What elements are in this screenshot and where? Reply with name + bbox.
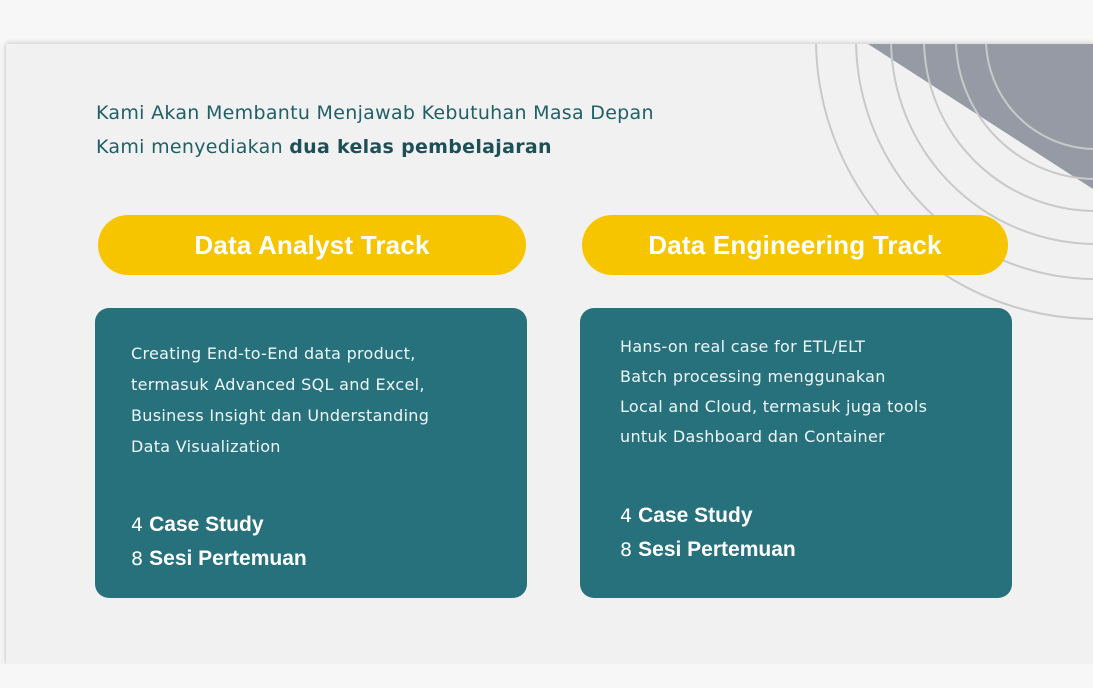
description-line: Creating End-to-End data product, bbox=[131, 344, 416, 363]
intro-text: Kami Akan Membantu Menjawab Kebutuhan Ma… bbox=[96, 96, 654, 164]
description-line: Data Visualization bbox=[131, 437, 281, 456]
top-band bbox=[0, 0, 1093, 44]
track-description: Creating End-to-End data product, termas… bbox=[131, 338, 429, 462]
description-line: Local and Cloud, termasuk juga tools bbox=[620, 397, 928, 416]
data-analyst-track-card: Creating End-to-End data product, termas… bbox=[95, 308, 527, 598]
track-title: Data Engineering Track bbox=[648, 229, 942, 260]
data-engineering-track-card: Hans-on real case for ETL/ELT Batch proc… bbox=[580, 308, 1012, 598]
intro-subheading-bold: dua kelas pembelajaran bbox=[289, 136, 552, 158]
data-engineering-track-button[interactable]: Data Engineering Track bbox=[582, 215, 1008, 275]
case-study-count: 4 bbox=[131, 514, 144, 536]
track-stats: 4 Case Study 8 Sesi Pertemuan bbox=[131, 508, 307, 576]
description-line: untuk Dashboard dan Container bbox=[620, 427, 886, 446]
session-count: 8 bbox=[131, 548, 144, 570]
case-study-label: Case Study bbox=[638, 504, 753, 527]
description-line: Batch processing menggunakan bbox=[620, 367, 886, 386]
case-study-stat: 4 Case Study bbox=[131, 508, 307, 542]
session-label: Sesi Pertemuan bbox=[638, 538, 796, 561]
session-stat: 8 Sesi Pertemuan bbox=[620, 533, 796, 567]
intro-subheading: Kami menyediakan dua kelas pembelajaran bbox=[96, 130, 654, 164]
case-study-stat: 4 Case Study bbox=[620, 499, 796, 533]
intro-heading: Kami Akan Membantu Menjawab Kebutuhan Ma… bbox=[96, 102, 654, 124]
bottom-band bbox=[0, 664, 1093, 688]
description-line: Hans-on real case for ETL/ELT bbox=[620, 337, 866, 356]
track-description: Hans-on real case for ETL/ELT Batch proc… bbox=[620, 332, 927, 452]
session-label: Sesi Pertemuan bbox=[149, 547, 307, 570]
track-stats: 4 Case Study 8 Sesi Pertemuan bbox=[620, 499, 796, 567]
session-count: 8 bbox=[620, 539, 633, 561]
track-title: Data Analyst Track bbox=[194, 229, 430, 260]
session-stat: 8 Sesi Pertemuan bbox=[131, 542, 307, 576]
case-study-label: Case Study bbox=[149, 513, 264, 536]
intro-subheading-prefix: Kami menyediakan bbox=[96, 136, 290, 158]
data-analyst-track-button[interactable]: Data Analyst Track bbox=[98, 215, 526, 275]
case-study-count: 4 bbox=[620, 505, 633, 527]
content-panel: Kami Akan Membantu Menjawab Kebutuhan Ma… bbox=[6, 44, 1093, 664]
decorative-arcs bbox=[815, 44, 1093, 320]
description-line: termasuk Advanced SQL and Excel, bbox=[131, 375, 425, 394]
description-line: Business Insight dan Understanding bbox=[131, 406, 430, 425]
